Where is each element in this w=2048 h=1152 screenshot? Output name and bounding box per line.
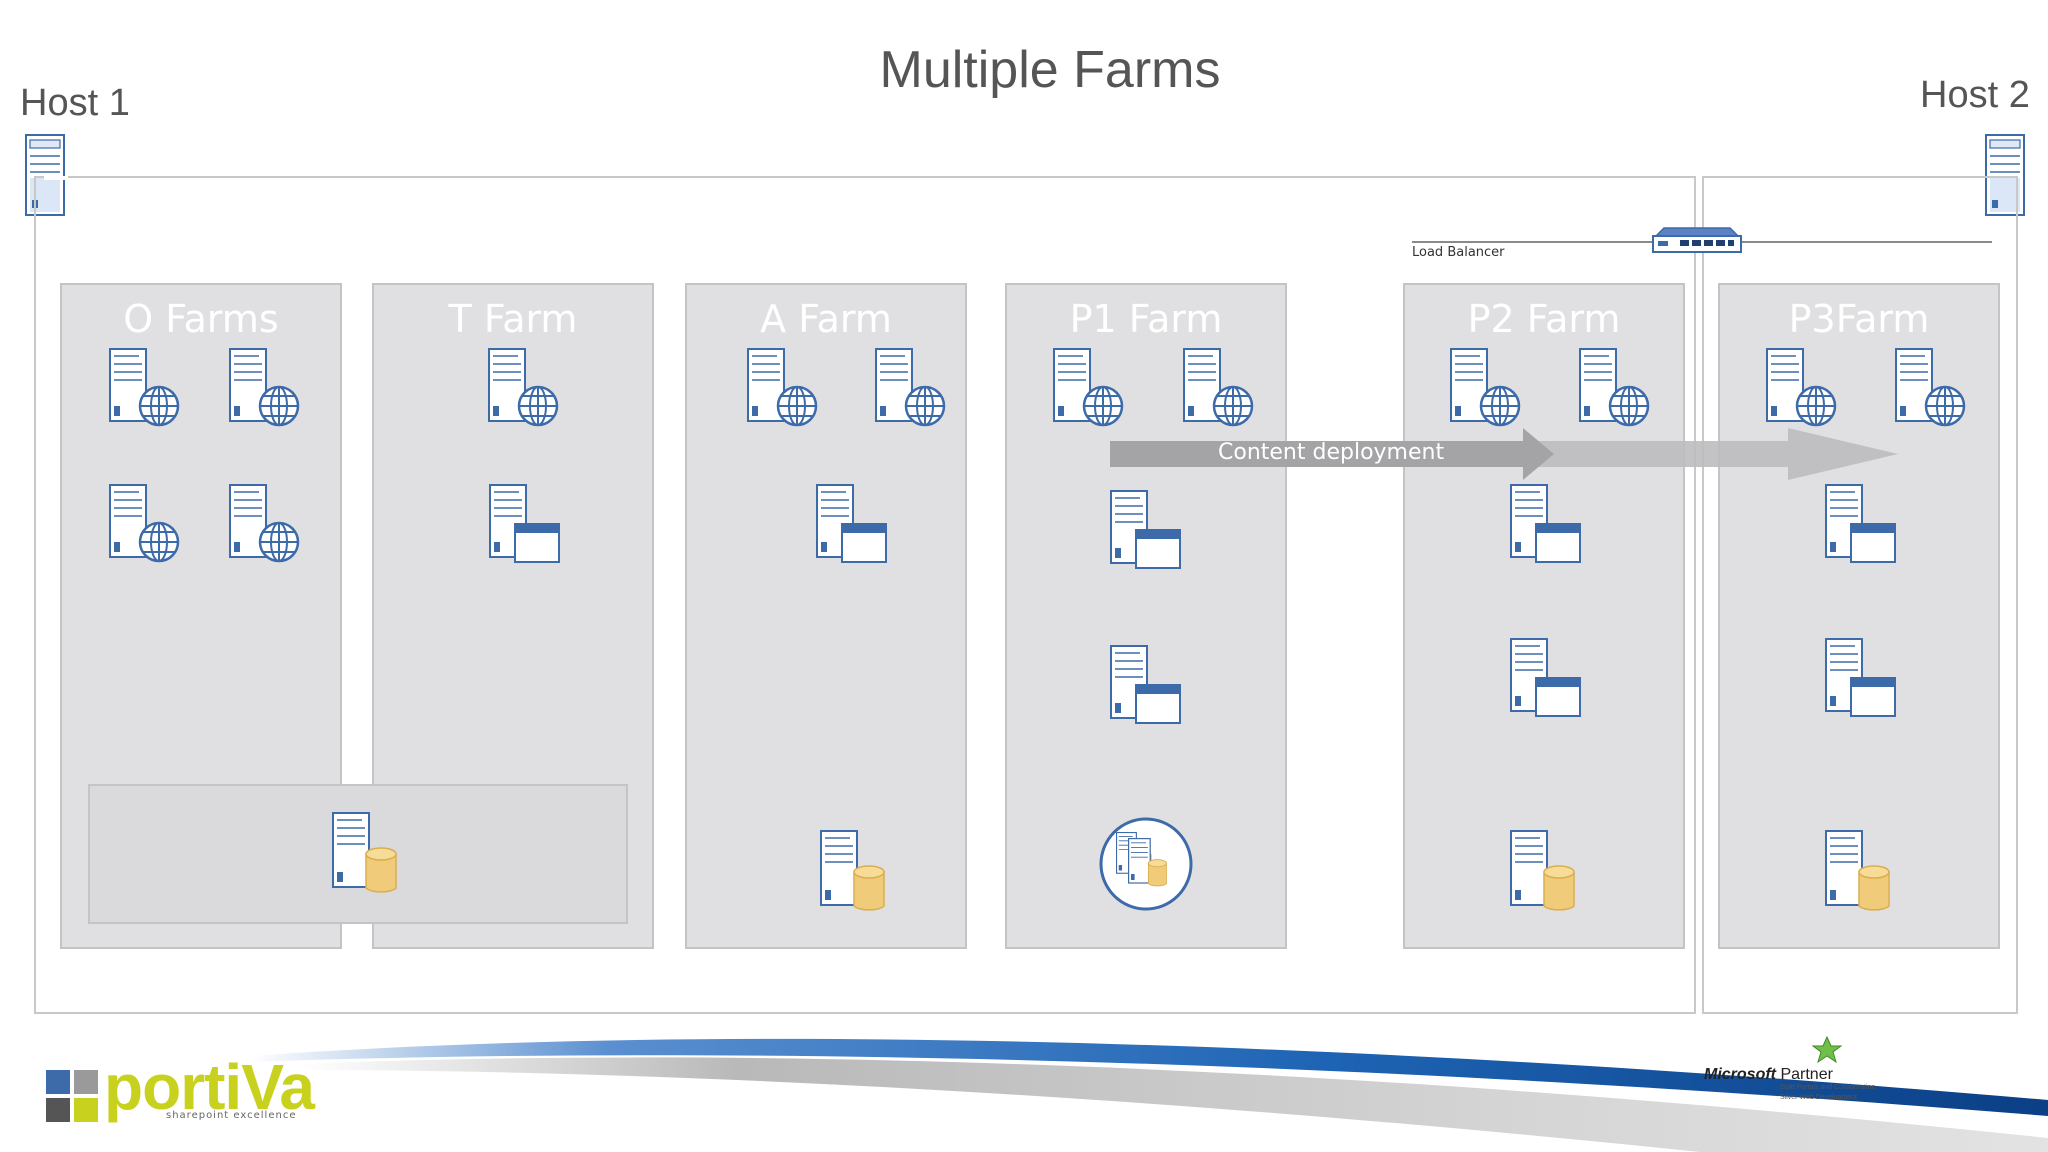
- farm-t-title: T Farm: [448, 297, 578, 341]
- microsoft-partner-icon: [1812, 1036, 1842, 1064]
- web-server-icon: [108, 484, 180, 564]
- portiva-logo-text: portiVa: [104, 1051, 315, 1123]
- farm-p3-title: P3Farm: [1788, 297, 1930, 341]
- diagram-title: Multiple Farms: [879, 41, 1221, 99]
- app-server-icon: [1510, 484, 1582, 564]
- content-deployment-arrow: [1110, 428, 1898, 480]
- content-deployment-label: Content deployment: [1218, 440, 1445, 465]
- web-server-icon: [1052, 348, 1124, 428]
- web-server-icon: [487, 348, 559, 428]
- microsoft-partner-label: Microsoft Partner: [1704, 1066, 1833, 1084]
- database-server-icon: [1510, 830, 1576, 914]
- host-2-label: Host 2: [1920, 74, 2030, 116]
- web-server-icon: [1765, 348, 1837, 428]
- host-1-label: Host 1: [20, 82, 130, 124]
- web-server-icon: [1449, 348, 1521, 428]
- database-server-icon: [1825, 830, 1891, 914]
- web-server-icon: [1182, 348, 1254, 428]
- farm-p1-title: P1 Farm: [1069, 297, 1223, 341]
- database-cluster-icon: [1099, 817, 1193, 911]
- database-server-icon: [332, 812, 398, 896]
- web-server-icon: [228, 484, 300, 564]
- load-balancer-label: Load Balancer: [1412, 245, 1505, 260]
- farm-a-title: A Farm: [760, 297, 892, 341]
- microsoft-partner-word: Partner: [1780, 1066, 1833, 1083]
- farm-o-title: O Farms: [123, 297, 279, 341]
- host-2-boundary: [1702, 176, 2018, 1014]
- app-server-icon: [489, 484, 561, 564]
- web-server-icon: [746, 348, 818, 428]
- app-server-icon: [1825, 484, 1897, 564]
- app-server-icon: [1110, 490, 1182, 570]
- app-server-icon: [1110, 645, 1182, 725]
- portiva-logo-mark: [46, 1070, 98, 1122]
- app-server-icon: [1510, 638, 1582, 718]
- app-server-icon: [1825, 638, 1897, 718]
- web-server-icon: [1894, 348, 1966, 428]
- database-server-icon: [820, 830, 886, 914]
- web-server-icon: [874, 348, 946, 428]
- host-1-connector-gap: [44, 176, 68, 180]
- web-server-icon: [108, 348, 180, 428]
- portiva-tagline: sharepoint excellence: [166, 1110, 297, 1121]
- microsoft-partner-brand: Microsoft: [1704, 1066, 1776, 1083]
- web-server-icon: [1578, 348, 1650, 428]
- partner-competency-2: Silver Web Development: [1780, 1094, 1857, 1101]
- app-server-icon: [816, 484, 888, 564]
- farm-p2-title: P2 Farm: [1467, 297, 1621, 341]
- load-balancer-icon: [1652, 227, 1742, 253]
- host-1-boundary: [34, 176, 1696, 1014]
- footer-swoosh: [250, 1038, 2048, 1152]
- partner-competency-1: Gold Portals and Collaboration: [1780, 1084, 1876, 1091]
- web-server-icon: [228, 348, 300, 428]
